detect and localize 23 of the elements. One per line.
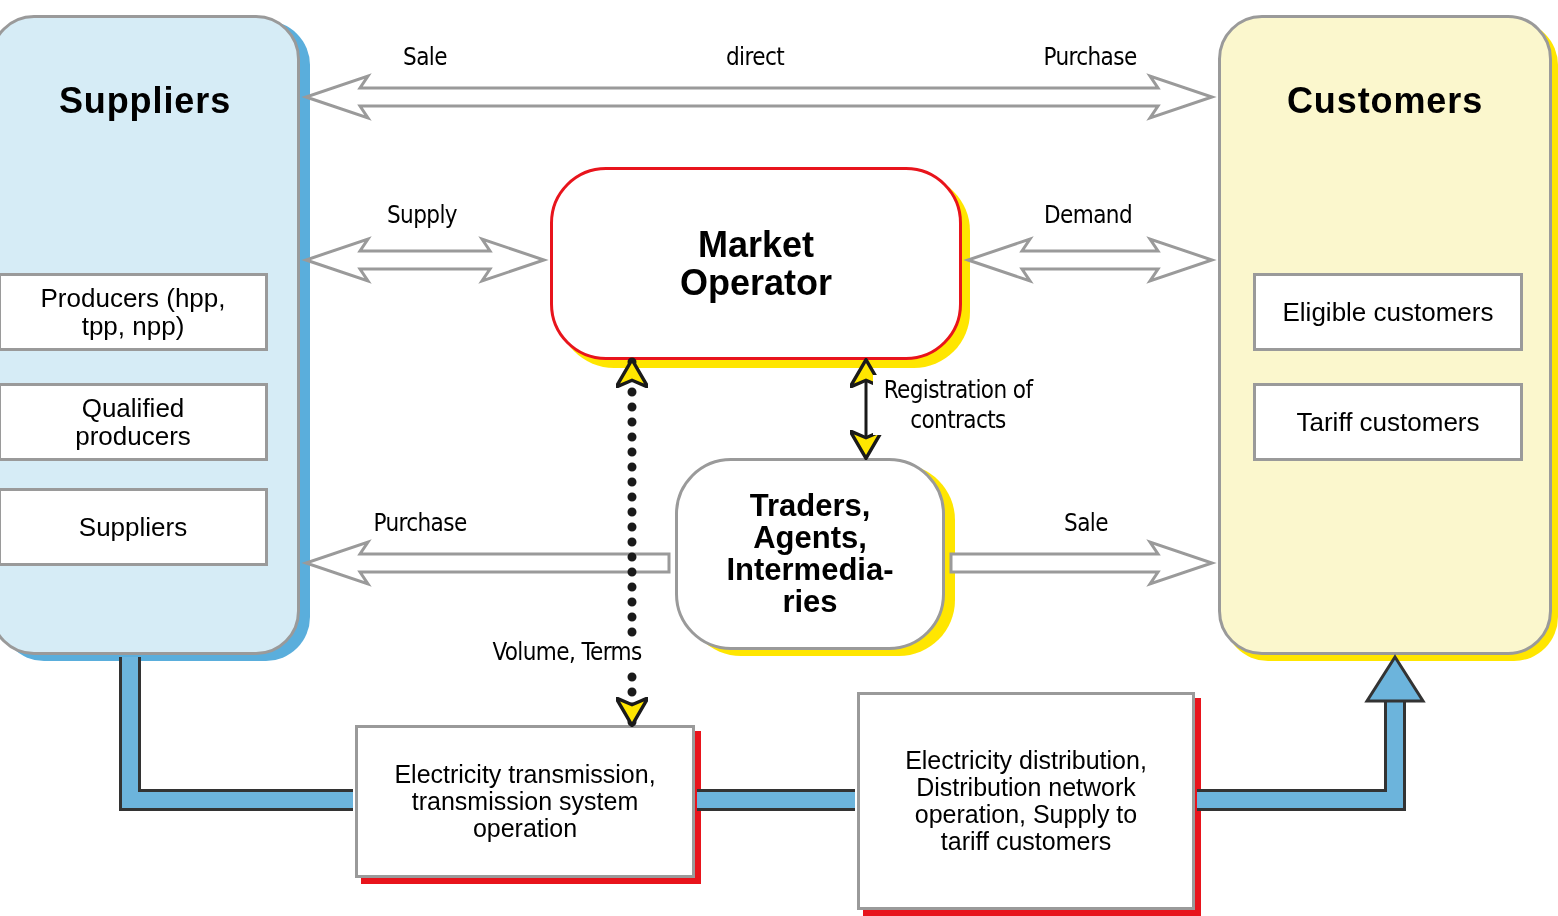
box-text: Eligible customers — [1282, 298, 1494, 326]
group-heading: Customers — [1286, 79, 1484, 123]
hollow-arrow — [301, 236, 549, 284]
box-text: Tariff customers — [1296, 408, 1480, 436]
process-box — [1253, 273, 1523, 351]
box-text: Traders, Agents, Intermedia- ries — [725, 490, 895, 618]
hollow-arrow — [963, 236, 1217, 284]
box-text: Qualified producers — [74, 394, 192, 450]
box-text: Producers (hpp, tpp, npp) — [39, 284, 227, 340]
box-text: Market Operator — [678, 225, 833, 302]
process-box — [0, 488, 268, 566]
process-box — [0, 383, 268, 461]
dotted-arrow — [614, 357, 650, 728]
arrow — [848, 358, 884, 460]
hollow-arrow — [949, 539, 1217, 587]
box-text: Electricity transmission, transmission system operation — [393, 761, 657, 842]
group-heading: Suppliers — [58, 79, 232, 123]
hollow-arrow — [301, 73, 1217, 121]
hollow-arrow — [301, 539, 671, 587]
box-text: Suppliers — [78, 513, 188, 541]
process-box — [0, 273, 268, 351]
box-text: Electricity distribution, Distribution network operation, Supply to tariff customers — [904, 747, 1148, 855]
process-box — [1253, 383, 1523, 461]
